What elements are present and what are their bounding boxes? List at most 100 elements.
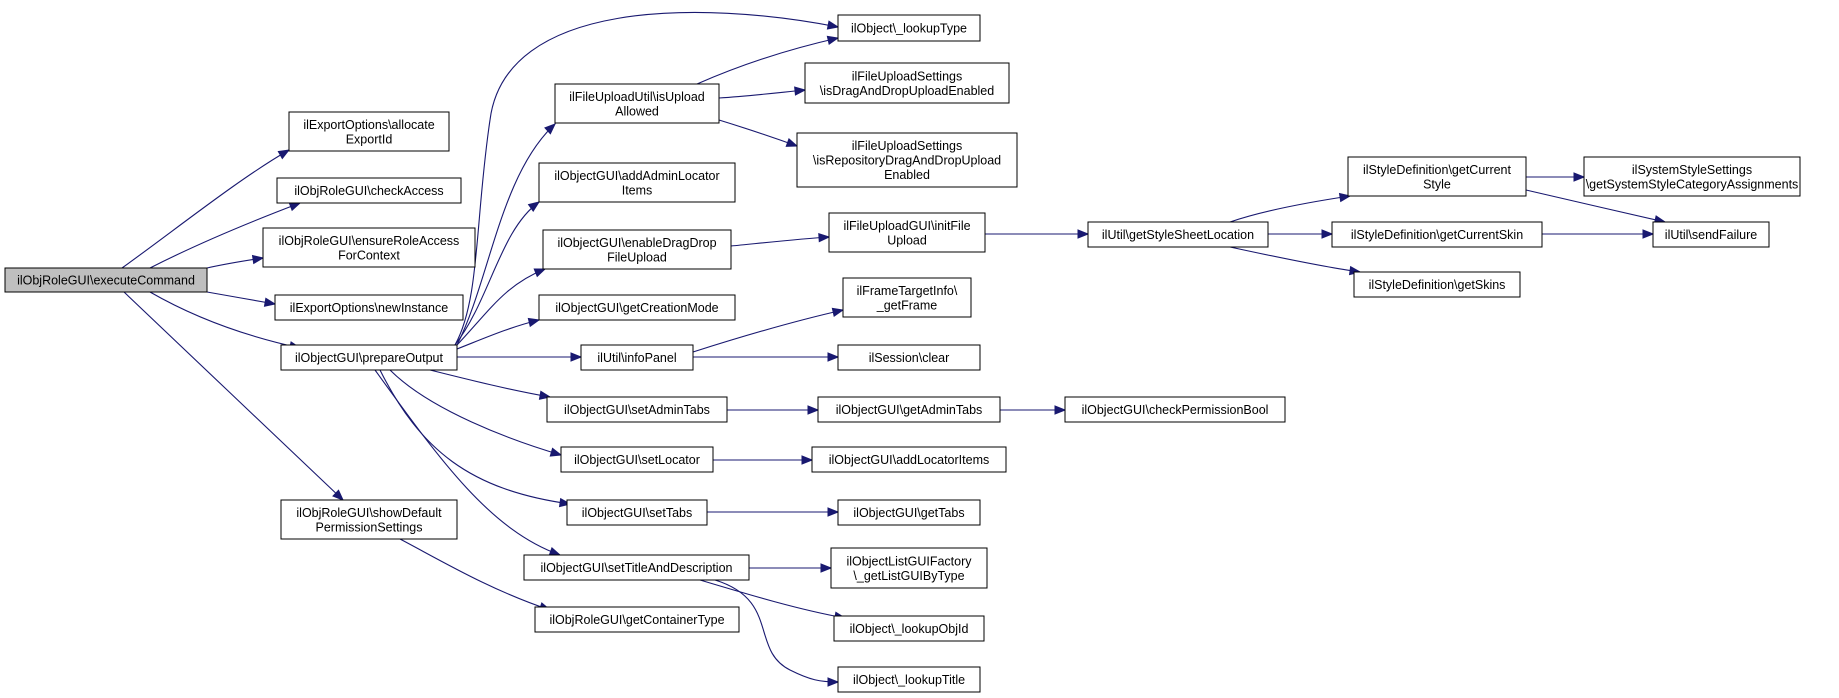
node-get-current-skin[interactable]: ilStyleDefinition\getCurrentSkin xyxy=(1331,221,1543,248)
node-set-admin-tabs[interactable]: ilObjectGUI\setAdminTabs xyxy=(546,396,728,423)
node-get-frame[interactable]: ilFrameTargetInfo\_getFrame xyxy=(842,277,972,318)
node-label: \isDragAndDropUploadEnabled xyxy=(820,84,994,98)
edge-get-admin-tabs-to-check-permission-bool xyxy=(1000,405,1067,415)
node-is-repository-drag-and-drop-upload-enabled[interactable]: ilFileUploadSettings\isRepositoryDragAnd… xyxy=(796,132,1018,188)
node-get-skins[interactable]: ilStyleDefinition\getSkins xyxy=(1353,271,1521,298)
node-get-tabs[interactable]: ilObjectGUI\getTabs xyxy=(837,499,981,526)
node-get-list-gui-by-type[interactable]: ilObjectListGUIFactory\_getListGUIByType xyxy=(830,547,988,589)
node-label: ilObjectGUI\enableDragDrop xyxy=(557,236,716,250)
node-get-system-style-category-assignments[interactable]: ilSystemStyleSettings\getSystemStyleCate… xyxy=(1583,156,1801,197)
node-label: ilObjectGUI\setTabs xyxy=(582,506,692,520)
edge-set-title-and-description-to-get-list-gui-by-type xyxy=(749,563,833,573)
node-lookup-title[interactable]: ilObject\_lookupTitle xyxy=(837,666,981,693)
node-label: ilObject\_lookupObjId xyxy=(850,622,969,636)
node-label: ilSession\clear xyxy=(869,351,950,365)
edge-set-admin-tabs-to-get-admin-tabs xyxy=(727,405,820,415)
node-box xyxy=(523,554,750,581)
edge-set-tabs-to-get-tabs xyxy=(707,507,840,517)
node-label: ilObjRoleGUI\executeCommand xyxy=(17,274,195,288)
node-box xyxy=(811,446,1007,473)
node-get-style-sheet-location[interactable]: ilUtil\getStyleSheetLocation xyxy=(1087,221,1269,248)
node-check-access[interactable]: ilObjRoleGUI\checkAccess xyxy=(276,177,462,204)
edge-prepare-output-to-is-upload-allowed xyxy=(456,123,556,346)
node-execute-command[interactable]: ilObjRoleGUI\executeCommand xyxy=(4,267,208,293)
node-label: ForContext xyxy=(338,248,400,262)
node-check-permission-bool[interactable]: ilObjectGUI\checkPermissionBool xyxy=(1064,396,1286,423)
node-label: ilObjRoleGUI\checkAccess xyxy=(294,184,443,198)
node-set-title-and-description[interactable]: ilObjectGUI\setTitleAndDescription xyxy=(523,554,750,581)
node-send-failure[interactable]: ilUtil\sendFailure xyxy=(1652,221,1770,248)
node-label: ilFrameTargetInfo\ xyxy=(857,284,958,298)
node-label: ilStyleDefinition\getSkins xyxy=(1369,278,1506,292)
node-box xyxy=(828,212,986,253)
node-box xyxy=(837,14,981,42)
node-session-clear[interactable]: ilSession\clear xyxy=(837,344,981,371)
node-label: ilStyleDefinition\getCurrent xyxy=(1363,163,1512,177)
node-box xyxy=(817,396,1001,423)
edge-get-style-sheet-location-to-get-current-style xyxy=(1229,192,1352,223)
node-label: ilObjectGUI\addAdminLocator xyxy=(554,169,719,183)
edge-is-upload-allowed-to-is-drag-and-drop-upload-enabled xyxy=(718,86,807,99)
node-lookup-type[interactable]: ilObject\_lookupType xyxy=(837,14,981,42)
node-label: Style xyxy=(1423,177,1451,191)
node-label: \isRepositoryDragAndDropUpload xyxy=(813,154,1001,168)
node-label: ilObjectGUI\setAdminTabs xyxy=(564,403,710,417)
node-prepare-output[interactable]: ilObjectGUI\prepareOutput xyxy=(280,344,458,371)
node-add-locator-items[interactable]: ilObjectGUI\addLocatorItems xyxy=(811,446,1007,473)
node-label: ilObjRoleGUI\showDefault xyxy=(296,506,442,520)
node-box xyxy=(538,162,736,203)
node-set-tabs[interactable]: ilObjectGUI\setTabs xyxy=(566,499,708,526)
node-box xyxy=(796,132,1018,188)
node-label: ilFileUploadUtil\isUpload xyxy=(569,90,705,104)
edge-get-current-style-to-get-system-style-category-assignments xyxy=(1526,172,1586,182)
node-is-drag-and-drop-upload-enabled[interactable]: ilFileUploadSettings\isDragAndDropUpload… xyxy=(804,62,1010,104)
node-box xyxy=(1087,221,1269,248)
node-label: \getSystemStyleCategoryAssignments xyxy=(1586,177,1799,191)
edge-set-title-and-description-to-lookup-title xyxy=(714,579,840,687)
node-info-panel[interactable]: ilUtil\infoPanel xyxy=(580,344,694,371)
node-get-container-type[interactable]: ilObjRoleGUI\getContainerType xyxy=(534,606,740,633)
edge-prepare-output-to-get-creation-mode xyxy=(456,317,541,350)
node-label: ilObjectListGUIFactory xyxy=(846,554,972,568)
edge-prepare-output-to-info-panel xyxy=(457,352,583,362)
edge-prepare-output-to-enable-drag-drop-file-upload xyxy=(456,268,547,346)
node-lookup-obj-id[interactable]: ilObject\_lookupObjId xyxy=(833,615,985,642)
node-box xyxy=(274,294,464,321)
edge-prepare-output-to-set-admin-tabs xyxy=(429,369,552,400)
node-label: Allowed xyxy=(615,104,659,118)
node-box xyxy=(4,267,208,293)
node-box xyxy=(566,499,708,526)
edge-execute-command-to-show-default-permission-settings xyxy=(123,291,344,501)
node-show-default-permission-settings[interactable]: ilObjRoleGUI\showDefaultPermissionSettin… xyxy=(280,499,458,540)
edge-prepare-output-to-set-locator xyxy=(389,369,563,457)
node-label: ilObjectGUI\setLocator xyxy=(574,453,700,467)
node-set-locator[interactable]: ilObjectGUI\setLocator xyxy=(560,446,714,473)
node-label: PermissionSettings xyxy=(316,520,423,534)
edge-execute-command-to-allocate-export-id xyxy=(121,149,291,269)
node-box xyxy=(280,499,458,540)
edge-is-upload-allowed-to-is-repository-drag-and-drop-upload-enabled xyxy=(718,119,799,147)
node-box xyxy=(276,177,462,204)
node-get-admin-tabs[interactable]: ilObjectGUI\getAdminTabs xyxy=(817,396,1001,423)
edge-prepare-output-to-set-tabs xyxy=(379,369,572,508)
node-box xyxy=(280,344,458,371)
node-new-instance[interactable]: ilExportOptions\newInstance xyxy=(274,294,464,321)
node-label: ilObject\_lookupTitle xyxy=(853,673,965,687)
node-get-creation-mode[interactable]: ilObjectGUI\getCreationMode xyxy=(538,294,736,321)
edge-get-style-sheet-location-to-get-current-skin xyxy=(1268,229,1334,239)
node-label: ilObjectGUI\getTabs xyxy=(853,506,964,520)
node-label: ilFileUploadSettings xyxy=(852,69,962,83)
node-box xyxy=(1347,156,1527,197)
node-box xyxy=(534,606,740,633)
node-box xyxy=(1331,221,1543,248)
node-label: ExportId xyxy=(346,132,393,146)
edge-execute-command-to-ensure-role-access xyxy=(206,254,265,269)
node-label: ilObjectGUI\prepareOutput xyxy=(295,351,444,365)
